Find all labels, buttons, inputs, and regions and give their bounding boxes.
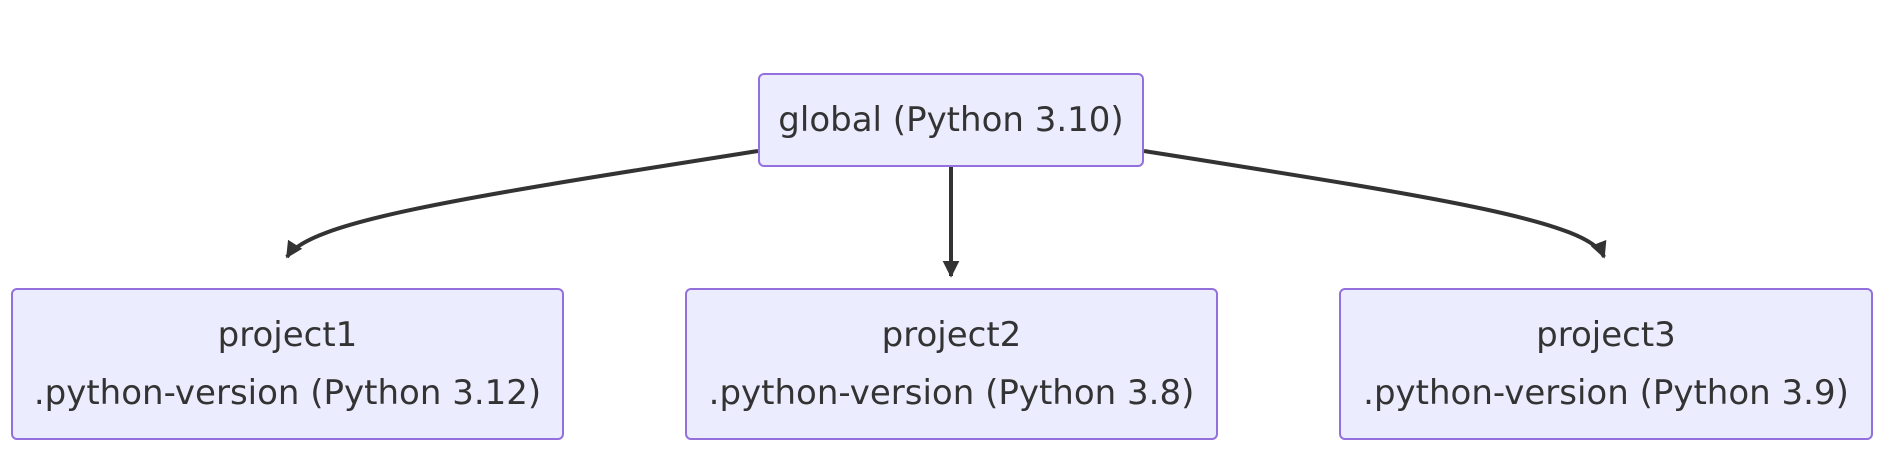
node-project3-name: project3 (1536, 315, 1676, 355)
node-global: global (Python 3.10) (758, 73, 1144, 167)
edge-global-to-project1 (285, 149, 759, 259)
node-project3: project3 .python-version (Python 3.9) (1339, 288, 1873, 440)
node-global-label: global (Python 3.10) (778, 100, 1124, 140)
node-project2: project2 .python-version (Python 3.8) (685, 288, 1218, 440)
node-project2-name: project2 (881, 315, 1022, 355)
node-project1-name: project1 (217, 315, 358, 355)
node-project2-version: .python-version (Python 3.8) (708, 373, 1195, 413)
node-project3-version: .python-version (Python 3.9) (1363, 373, 1849, 413)
node-project1-version: .python-version (Python 3.12) (33, 373, 542, 413)
node-project1: project1 .python-version (Python 3.12) (11, 288, 564, 440)
edge-global-to-project3 (1143, 149, 1607, 259)
